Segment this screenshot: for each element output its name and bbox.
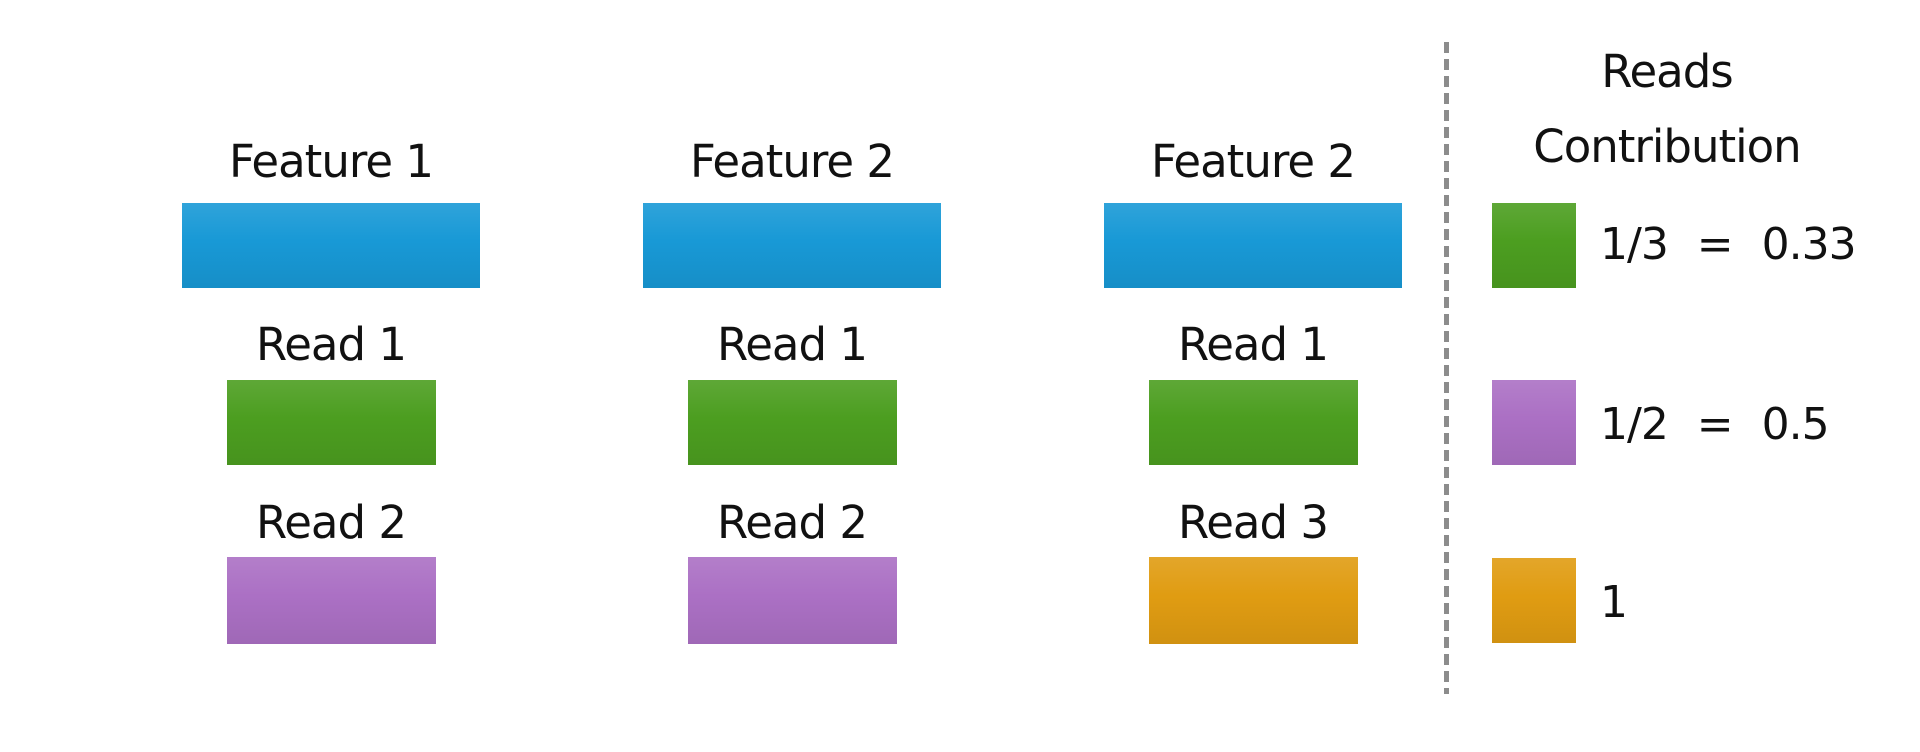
read-bar [688, 380, 897, 465]
legend-value: 1/2 = 0.5 [1600, 399, 1830, 450]
read-bar [227, 380, 436, 465]
reads-contribution-legend: Reads Contribution 1/3 = 0.33 1/2 = 0.5 … [1460, 0, 1890, 752]
alignment-column-2: Feature 2 Read 1 Read 2 [643, 0, 941, 752]
read-bar [1149, 380, 1358, 465]
legend-swatch-orange [1492, 558, 1576, 643]
alignment-column-3: Feature 2 Read 1 Read 3 [1104, 0, 1402, 752]
legend-title-line2: Contribution [1533, 120, 1801, 173]
read-label: Read 1 [716, 318, 868, 371]
legend-value: 1/3 = 0.33 [1600, 219, 1857, 270]
feature-bar [1104, 203, 1402, 288]
feature-label: Feature 2 [1151, 135, 1356, 188]
alignment-column-1: Feature 1 Read 1 Read 2 [182, 0, 480, 752]
read-label: Read 1 [1177, 318, 1329, 371]
legend-swatch-green [1492, 203, 1576, 288]
read-label: Read 2 [255, 496, 407, 549]
read-bar [688, 557, 897, 644]
dashed-separator [1444, 42, 1449, 694]
feature-label: Feature 2 [690, 135, 895, 188]
read-label: Read 2 [716, 496, 868, 549]
read-label: Read 3 [1177, 496, 1329, 549]
feature-bar [643, 203, 941, 288]
legend-value: 1 [1600, 577, 1628, 628]
feature-label: Feature 1 [229, 135, 434, 188]
read-bar [1149, 557, 1358, 644]
legend-title-line1: Reads [1601, 45, 1734, 98]
legend-swatch-purple [1492, 380, 1576, 465]
feature-bar [182, 203, 480, 288]
read-bar [227, 557, 436, 644]
read-label: Read 1 [255, 318, 407, 371]
